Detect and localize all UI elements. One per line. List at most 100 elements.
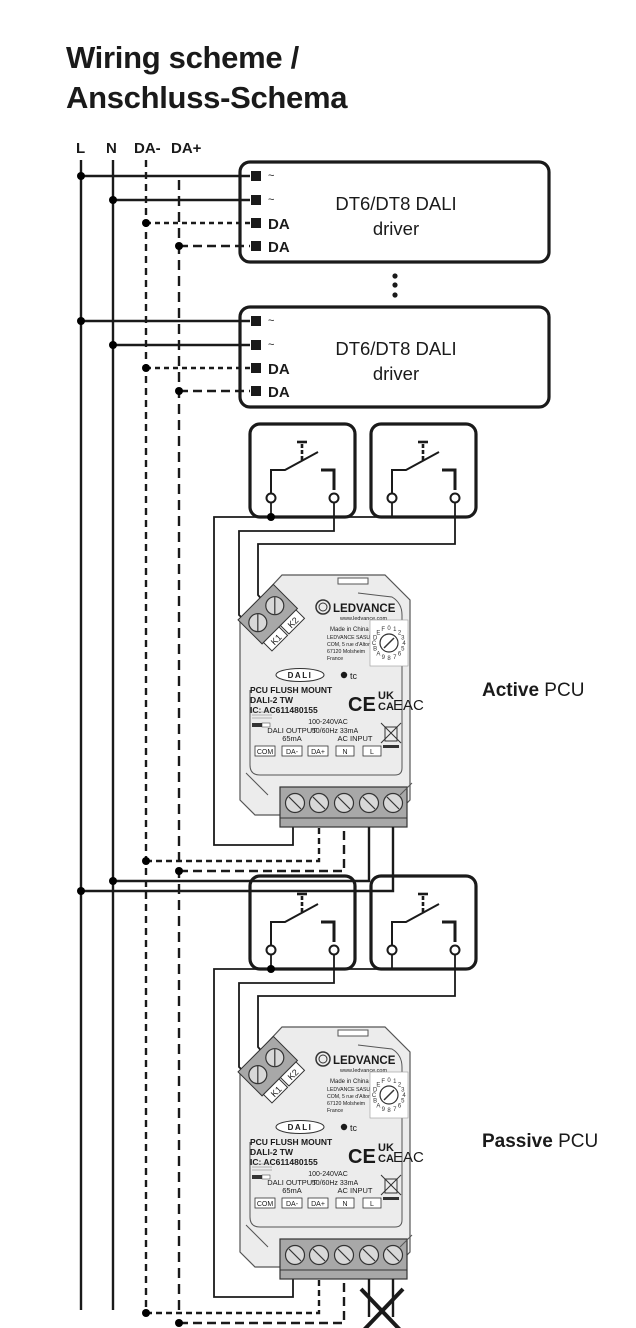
switch-box [369, 422, 478, 519]
driver-terminal [251, 218, 261, 228]
product-name: PCU FLUSH MOUNT [250, 1137, 333, 1147]
junction-dot [77, 172, 85, 180]
rotary-digit: 9 [382, 1107, 386, 1113]
pcu-role-rest: PCU [552, 1131, 599, 1152]
rotary-digit: 1 [393, 627, 397, 633]
rotary-digit: B [373, 1099, 377, 1105]
output-terminal-label: DA+ [311, 1201, 325, 1208]
driver-terminal [251, 195, 261, 205]
rotary-digit: 4 [402, 641, 406, 647]
driver-terminal [251, 363, 261, 373]
driver-terminal-label: ~ [268, 170, 274, 182]
screw-slot [362, 1248, 376, 1262]
rotary-digit: 7 [393, 1107, 397, 1113]
cross-b [380, 722, 402, 744]
rotary-pointer [383, 1089, 395, 1101]
driver-name: DT6/DT8 DALI [335, 193, 456, 214]
driver-terminal-label: DA [268, 384, 290, 401]
screw-slot [274, 1049, 276, 1067]
wire-com [213, 503, 393, 846]
switch-lever [391, 451, 440, 498]
dali-output-current: 65mA [282, 734, 302, 743]
driver-terminal [251, 171, 261, 181]
tc-dot-icon [340, 1123, 348, 1131]
rotary-digit: B [373, 647, 377, 653]
rotary-digit: D [373, 635, 378, 641]
output-terminal-label-box [254, 1197, 276, 1209]
pcu-panel-outline [249, 1044, 403, 1228]
junction-dot [142, 364, 150, 372]
dali-output-label: DALI OUTPUT [267, 1178, 317, 1187]
brand-website: www.ledvance.com [339, 616, 387, 622]
ac-input-label: AC INPUT [337, 734, 372, 743]
junction-dot [267, 965, 275, 973]
output-terminal-label-box [281, 1197, 303, 1209]
company-line: COM, 5 rue d'Altorf [327, 1094, 372, 1100]
output-terminal-label: L [370, 749, 374, 756]
rotary-digit: 5 [401, 647, 405, 653]
driver-terminal-label: DA [268, 216, 290, 233]
product-variant: DALI-2 TW [250, 695, 294, 705]
rotary-digit: 0 [387, 1078, 391, 1084]
switch-terminal [449, 944, 461, 956]
screw-slot [337, 796, 351, 810]
driver-name: DT6/DT8 DALI [335, 338, 456, 359]
dali-output-current: 65mA [282, 1186, 302, 1195]
rotary-pointer [383, 637, 395, 649]
ledvance-logo-ring [318, 602, 328, 612]
switch-box [369, 874, 478, 971]
switch-terminal [265, 944, 277, 956]
switch-terminal [386, 492, 398, 504]
rotary-digit: 5 [401, 1099, 405, 1105]
ce-mark: CE [348, 1146, 376, 1168]
wire-prep-icon [252, 1175, 262, 1179]
rotary-digit: 2 [398, 1082, 402, 1088]
ledvance-logo-icon [315, 599, 331, 615]
dali-logo-text: DALI [288, 671, 313, 680]
brand-website: www.ledvance.com [339, 1068, 387, 1074]
output-terminal-label: L [370, 1201, 374, 1208]
driver-subtitle: driver [373, 218, 419, 239]
brand-name: LEDVANCE [333, 603, 396, 615]
output-terminal-block [279, 786, 408, 828]
rotary-digit: C [372, 641, 377, 647]
output-terminal-label-box [254, 745, 276, 757]
side-clip [399, 782, 413, 796]
output-terminal-label: COM [257, 1201, 274, 1208]
ukca-mark-top: UK [378, 690, 394, 702]
wire-l [81, 827, 395, 893]
pcu-clip [337, 577, 369, 585]
switch-contact [321, 468, 336, 490]
screw-slot [337, 1248, 351, 1262]
screw-slot [257, 614, 259, 632]
tc-mark: tc [350, 1123, 358, 1133]
brand-name: LEDVANCE [333, 1055, 396, 1067]
wire-prep-icon-tip [261, 1174, 271, 1180]
wire-prep-icon [252, 723, 262, 727]
driver-terminal [251, 241, 261, 251]
side-clip [399, 1234, 413, 1248]
screw-slot [386, 1248, 400, 1262]
switch-contact [442, 920, 457, 942]
pcu-panel-outline [249, 592, 403, 776]
tc-mark: tc [350, 671, 358, 681]
driver-terminal-label: ~ [268, 315, 274, 327]
screw-slot [288, 1248, 302, 1262]
rotary-digit: D [373, 1087, 378, 1093]
screw-slot [274, 597, 276, 615]
rotary-digit: E [376, 1082, 380, 1088]
junction-dot [175, 867, 183, 875]
switch-terminal [386, 944, 398, 956]
bus-label-da-minus: DA- [134, 140, 161, 157]
dali-logo-icon [275, 668, 325, 682]
company-line: LEDVANCE SASU [327, 1087, 370, 1093]
terminal-label-box [279, 609, 306, 635]
screw-slot [312, 796, 326, 810]
switch-terminal [449, 492, 461, 504]
switch-contact [321, 920, 336, 942]
output-terminal-label-box [281, 745, 303, 757]
ac-spec-voltage: 100-240VAC [308, 1171, 348, 1178]
